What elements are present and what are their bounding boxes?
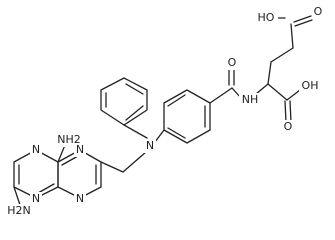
bond-alpha-cooh-o [284,100,287,123]
benzyl-inner-2 [125,83,144,95]
benzene-ring [163,89,211,144]
bond-alpha-cooh-o-2 [289,100,292,123]
bond-alpha-cooh [267,83,288,101]
bond-chain-1 [290,23,294,49]
atom-label-ho-top: HO [258,11,275,24]
atom-label-n-amine: N [146,139,154,152]
atom-label-ring-n1: N [32,143,40,156]
atom-label-oh-alpha: OH [302,79,319,92]
atom-label-nh2-top: NH2 [57,133,81,146]
chemical-structure-diagram: HO O OH O O NH N NH2 H2N N N N N [5,5,324,218]
benzyl-ring [100,77,148,126]
bond-nh2-bottom [13,186,21,206]
atom-labels: HO O OH O O NH N NH2 H2N N N N N [5,5,324,218]
atom-label-ring-n3: N [76,143,84,156]
benzene-inner-2 [167,127,186,139]
bond-n-ch2 [122,151,147,173]
pteridine-left-inner-2 [37,183,55,194]
bond-chain-2 [270,47,294,63]
bond-cooh-top-c-o [293,15,312,23]
bond-chain-3 [267,61,272,85]
atom-label-o-amide: O [228,56,237,69]
atom-label-o-top: O [314,5,323,18]
bond-ch2-pteridine [100,161,124,173]
bond-nh2-top [57,144,66,163]
pteridine-ring-right [57,149,102,199]
atom-label-nh-amide: NH [242,93,259,106]
bond-ring-n [154,129,165,143]
bond-amide-ring [209,87,233,104]
bond-alpha-cooh-oh [286,89,301,101]
bond-n-benzyl [123,124,148,139]
atom-label-nh2-bottom: H2N [7,204,31,217]
bond-alpha-nh [255,83,269,95]
bond-cooh-top-c-o-2 [294,19,313,27]
atom-label-o-alpha: O [284,120,293,133]
benzyl-inner-3 [125,105,144,121]
atom-label-ring-n2: N [32,192,40,205]
atom-label-ring-n4: N [76,192,84,205]
benzene-inner-3 [167,94,186,107]
bonds [13,15,313,206]
pteridine-right-inner-2 [61,155,79,166]
pteridine-ring-left [13,149,59,199]
